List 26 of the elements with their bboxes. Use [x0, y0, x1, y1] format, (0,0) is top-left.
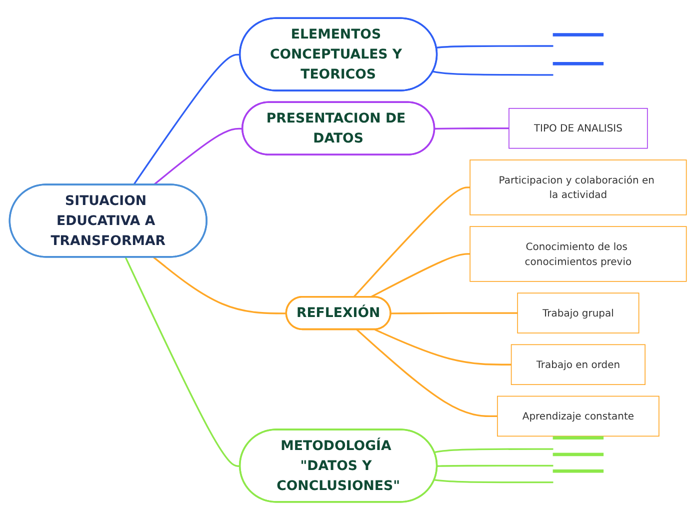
- node-bar: [552, 62, 604, 66]
- node-bar: [552, 436, 604, 440]
- node-box: Trabajo grupal: [517, 292, 640, 334]
- connector: [374, 328, 512, 366]
- connector: [124, 256, 240, 467]
- connector: [390, 312, 518, 314]
- node-bar: [552, 452, 604, 456]
- connector: [432, 70, 554, 76]
- node-bar: [552, 469, 604, 473]
- node-box: TIPO DE ANALISIS: [508, 108, 648, 149]
- node-bar: [552, 33, 604, 36]
- connector: [132, 54, 240, 186]
- connector: [370, 253, 470, 298]
- node-box: Participacion y colaboración en la actividad: [470, 160, 687, 216]
- node-box: Trabajo en orden: [510, 344, 646, 385]
- connector: [434, 448, 554, 454]
- connector: [153, 256, 287, 314]
- connector: [436, 45, 554, 48]
- node-box: Conocimiento de los conocimientos previo: [470, 226, 687, 282]
- node-box: Aprendizaje constante: [497, 396, 660, 437]
- connector: [437, 464, 554, 467]
- connector: [434, 128, 509, 130]
- connector: [352, 186, 470, 298]
- connector: [434, 479, 554, 484]
- connector: [356, 329, 498, 418]
- connector: [153, 128, 243, 186]
